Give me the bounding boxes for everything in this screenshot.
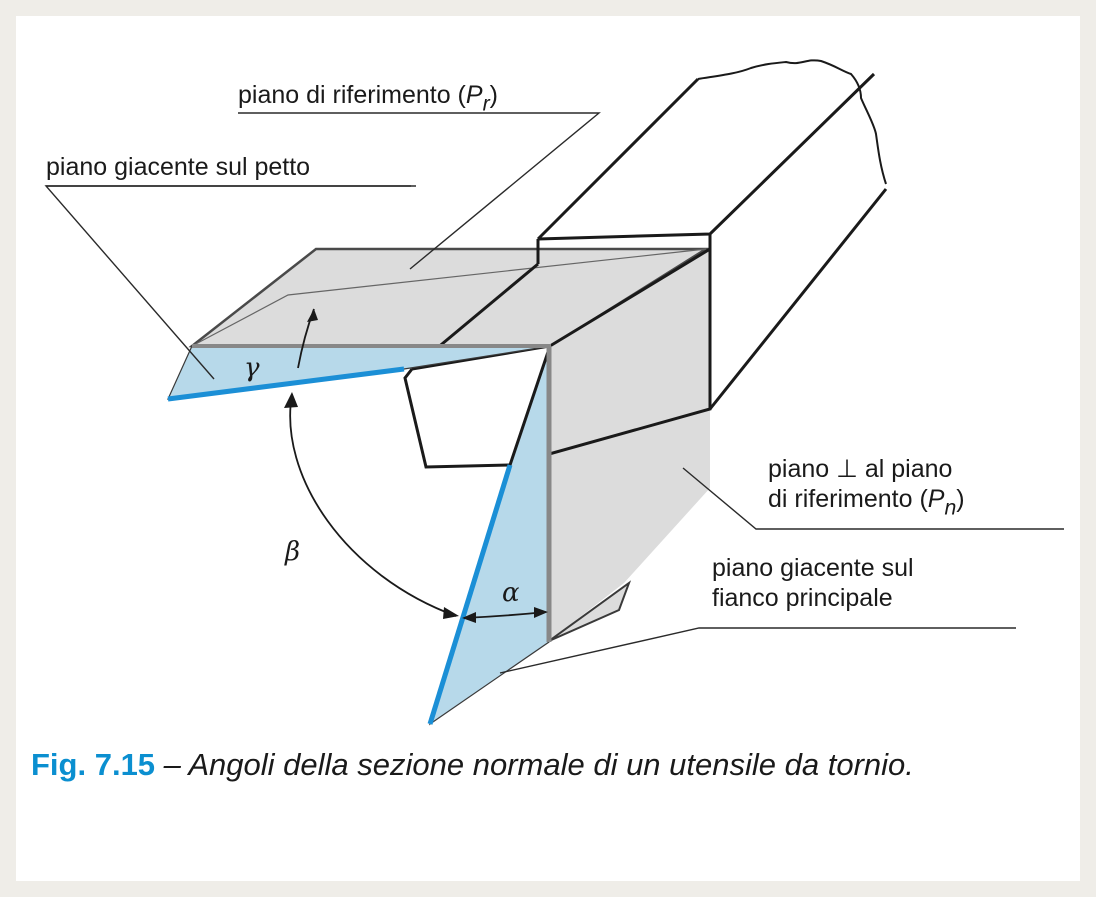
- normal-plane-line1: piano ⊥ al piano: [768, 455, 953, 483]
- normal-plane-lip: [548, 580, 632, 642]
- shank-broken-end: [697, 59, 887, 185]
- caption-text: – Angoli della sezione normale di un ute…: [155, 747, 914, 782]
- flank-plane-line1: piano giacente sul: [712, 554, 914, 582]
- rake-plane-text: piano giacente sul petto: [46, 153, 311, 181]
- flank-plane-line2: fianco principale: [712, 584, 893, 612]
- ref-plane-subscript: r: [482, 91, 490, 116]
- ref-plane-close: ): [489, 81, 498, 109]
- flank-cutting-edge: [427, 464, 513, 725]
- normal-plane-line2: di riferimento (Pn): [768, 484, 965, 518]
- shank-lower-edge: [708, 188, 888, 410]
- ref-plane-text: piano di riferimento (: [238, 81, 466, 109]
- normal-plane: [549, 249, 710, 641]
- alpha-arrowhead-right: [534, 607, 548, 618]
- beta-arrowhead-top: [284, 392, 298, 408]
- normal-plane-close: ): [956, 485, 965, 513]
- beta-arc: [289, 393, 457, 617]
- rake-plane-label: piano giacente sul petto: [46, 152, 310, 182]
- flank-plane-leader: [499, 627, 1016, 674]
- caption-number: Fig. 7.15: [31, 747, 156, 782]
- normal-plane-leader: [682, 467, 1064, 530]
- alpha-label: α: [502, 578, 520, 608]
- ref-plane-leader: [238, 112, 601, 270]
- alpha-arrowhead-left: [462, 612, 476, 623]
- shank-top-edge: [536, 77, 700, 241]
- ref-plane-label: piano di riferimento (Pr): [238, 80, 498, 114]
- normal-plane-symbol: P: [927, 485, 945, 513]
- gamma-arrowhead: [307, 309, 318, 322]
- normal-plane-subscript: n: [944, 495, 957, 520]
- rake-cutting-edge: [167, 366, 405, 402]
- reference-plane-inner-outline: [191, 248, 707, 347]
- tool-diagram: [44, 59, 1064, 726]
- ref-plane-symbol: P: [465, 81, 483, 109]
- beta-label: β: [285, 537, 301, 567]
- gamma-label: γ: [244, 353, 260, 383]
- flank-edge-upper: [508, 345, 552, 466]
- tool-head-front: [403, 246, 712, 469]
- normal-plane-label: piano ⊥ al piano di riferimento (Pn): [768, 454, 965, 518]
- figure-caption: Fig. 7.15 – Angoli della sezione normale…: [31, 744, 1061, 786]
- beta-arrowhead-bottom: [443, 607, 459, 619]
- figure-panel: piano di riferimento (Pr) piano giacente…: [16, 16, 1080, 881]
- normal-plane-line2-text: di riferimento (: [768, 485, 928, 513]
- shank-upper-face: [537, 72, 876, 241]
- flank-plane-label: piano giacente sul fianco principale: [712, 553, 914, 613]
